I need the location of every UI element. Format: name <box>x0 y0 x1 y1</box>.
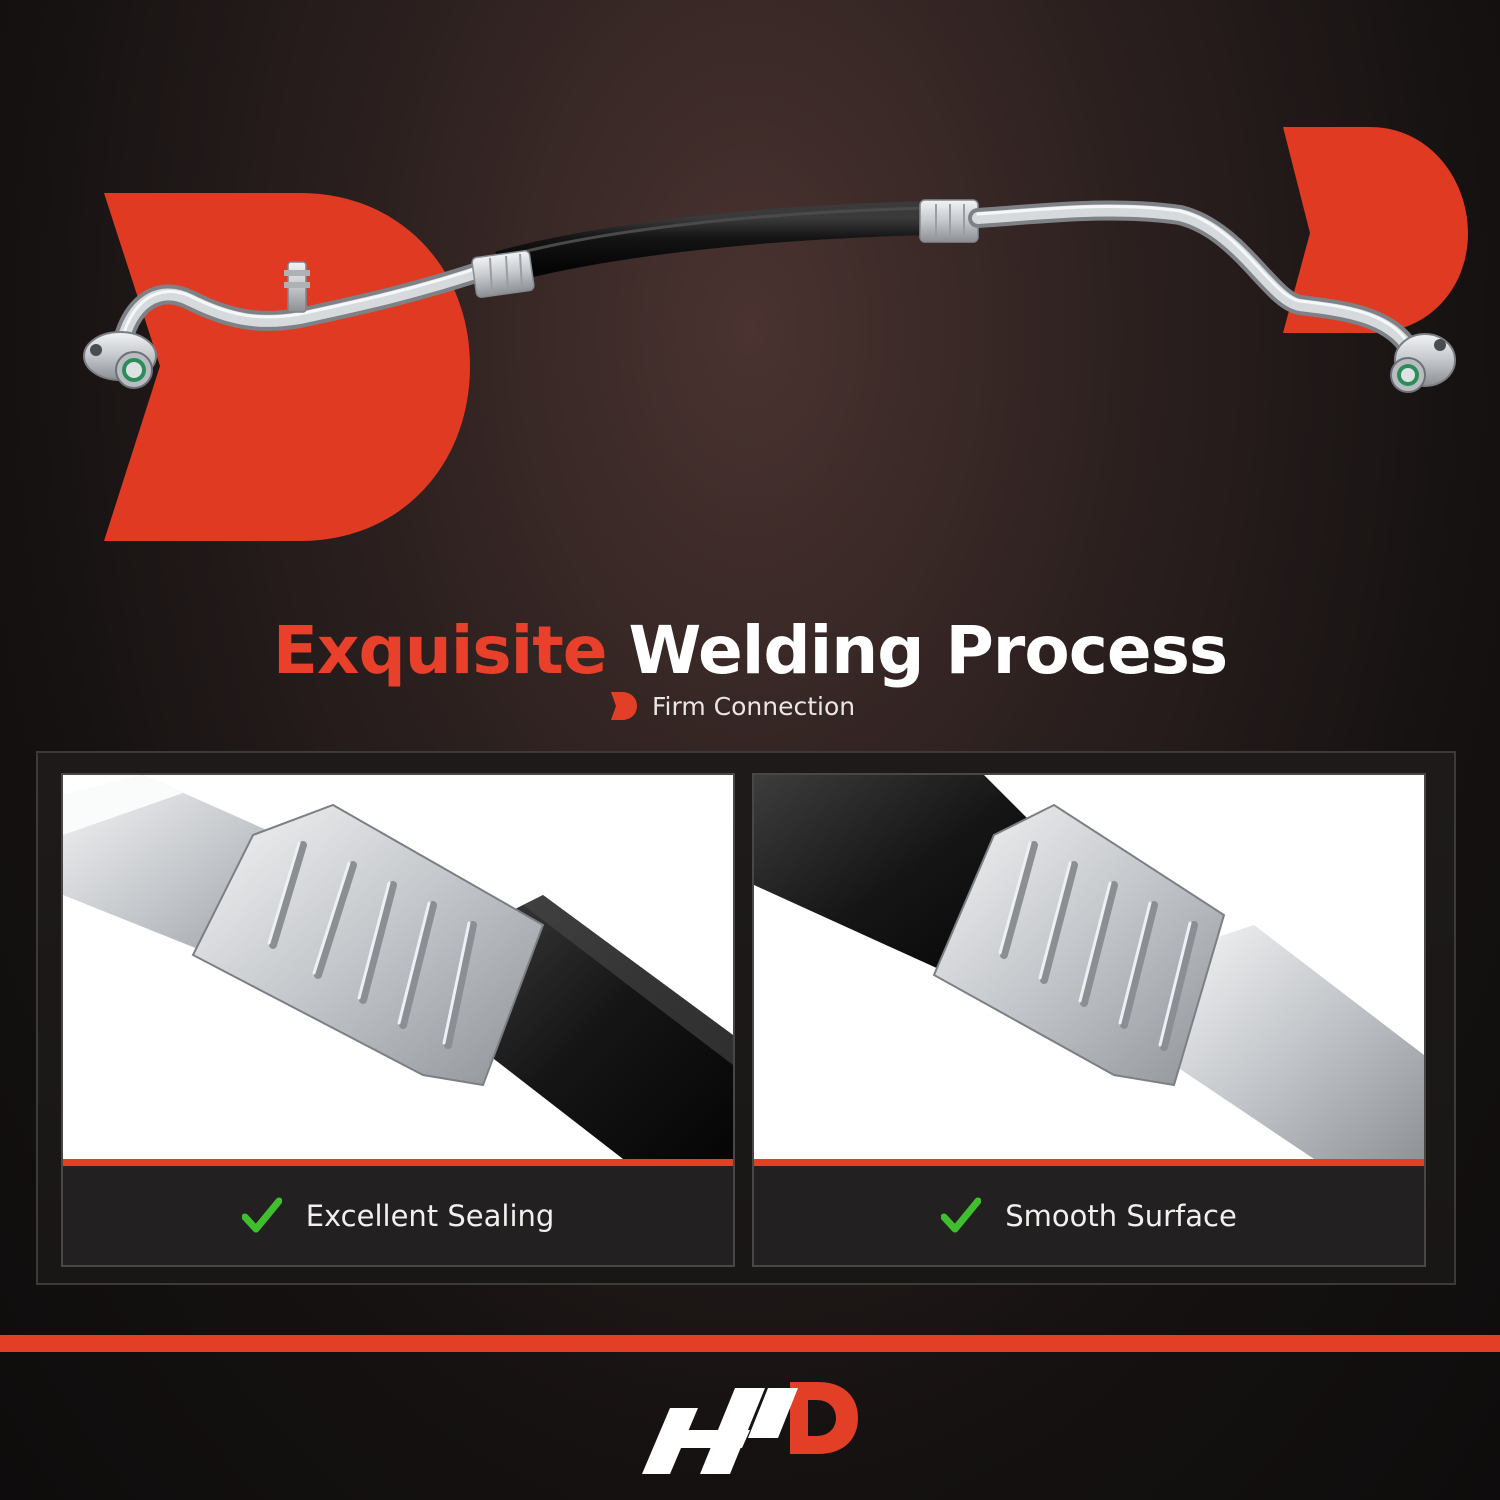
accent-divider <box>0 1335 1500 1352</box>
feature-label: Excellent Sealing <box>305 1198 555 1233</box>
brand-d-bullet-icon <box>611 692 637 720</box>
hero-product-image <box>83 127 1468 541</box>
feature-card-smooth-surface: Smooth Surface <box>752 773 1426 1267</box>
check-icon <box>241 1197 282 1232</box>
feature-label: Smooth Surface <box>1005 1198 1237 1233</box>
subtitle-text: Firm Connection <box>652 691 856 721</box>
brand-d-shape-left <box>104 193 470 541</box>
brand-logo <box>642 1382 858 1474</box>
feature-caption: Smooth Surface <box>754 1166 1424 1265</box>
detail-photo-hose-fitting <box>754 775 1424 1159</box>
feature-caption: Excellent Sealing <box>63 1166 733 1265</box>
title-rest: Welding Process <box>628 612 1229 689</box>
detail-photo-aluminum-fitting <box>63 775 733 1159</box>
page-title: Exquisite Welding Process <box>0 612 1500 689</box>
brand-d-shape-right <box>1283 127 1468 333</box>
title-accent: Exquisite <box>272 612 608 689</box>
accent-bar <box>63 1159 733 1166</box>
subtitle: Firm Connection <box>610 690 855 722</box>
feature-card-excellent-sealing: Excellent Sealing <box>61 773 735 1267</box>
accent-bar <box>754 1159 1424 1166</box>
check-icon <box>941 1197 982 1232</box>
